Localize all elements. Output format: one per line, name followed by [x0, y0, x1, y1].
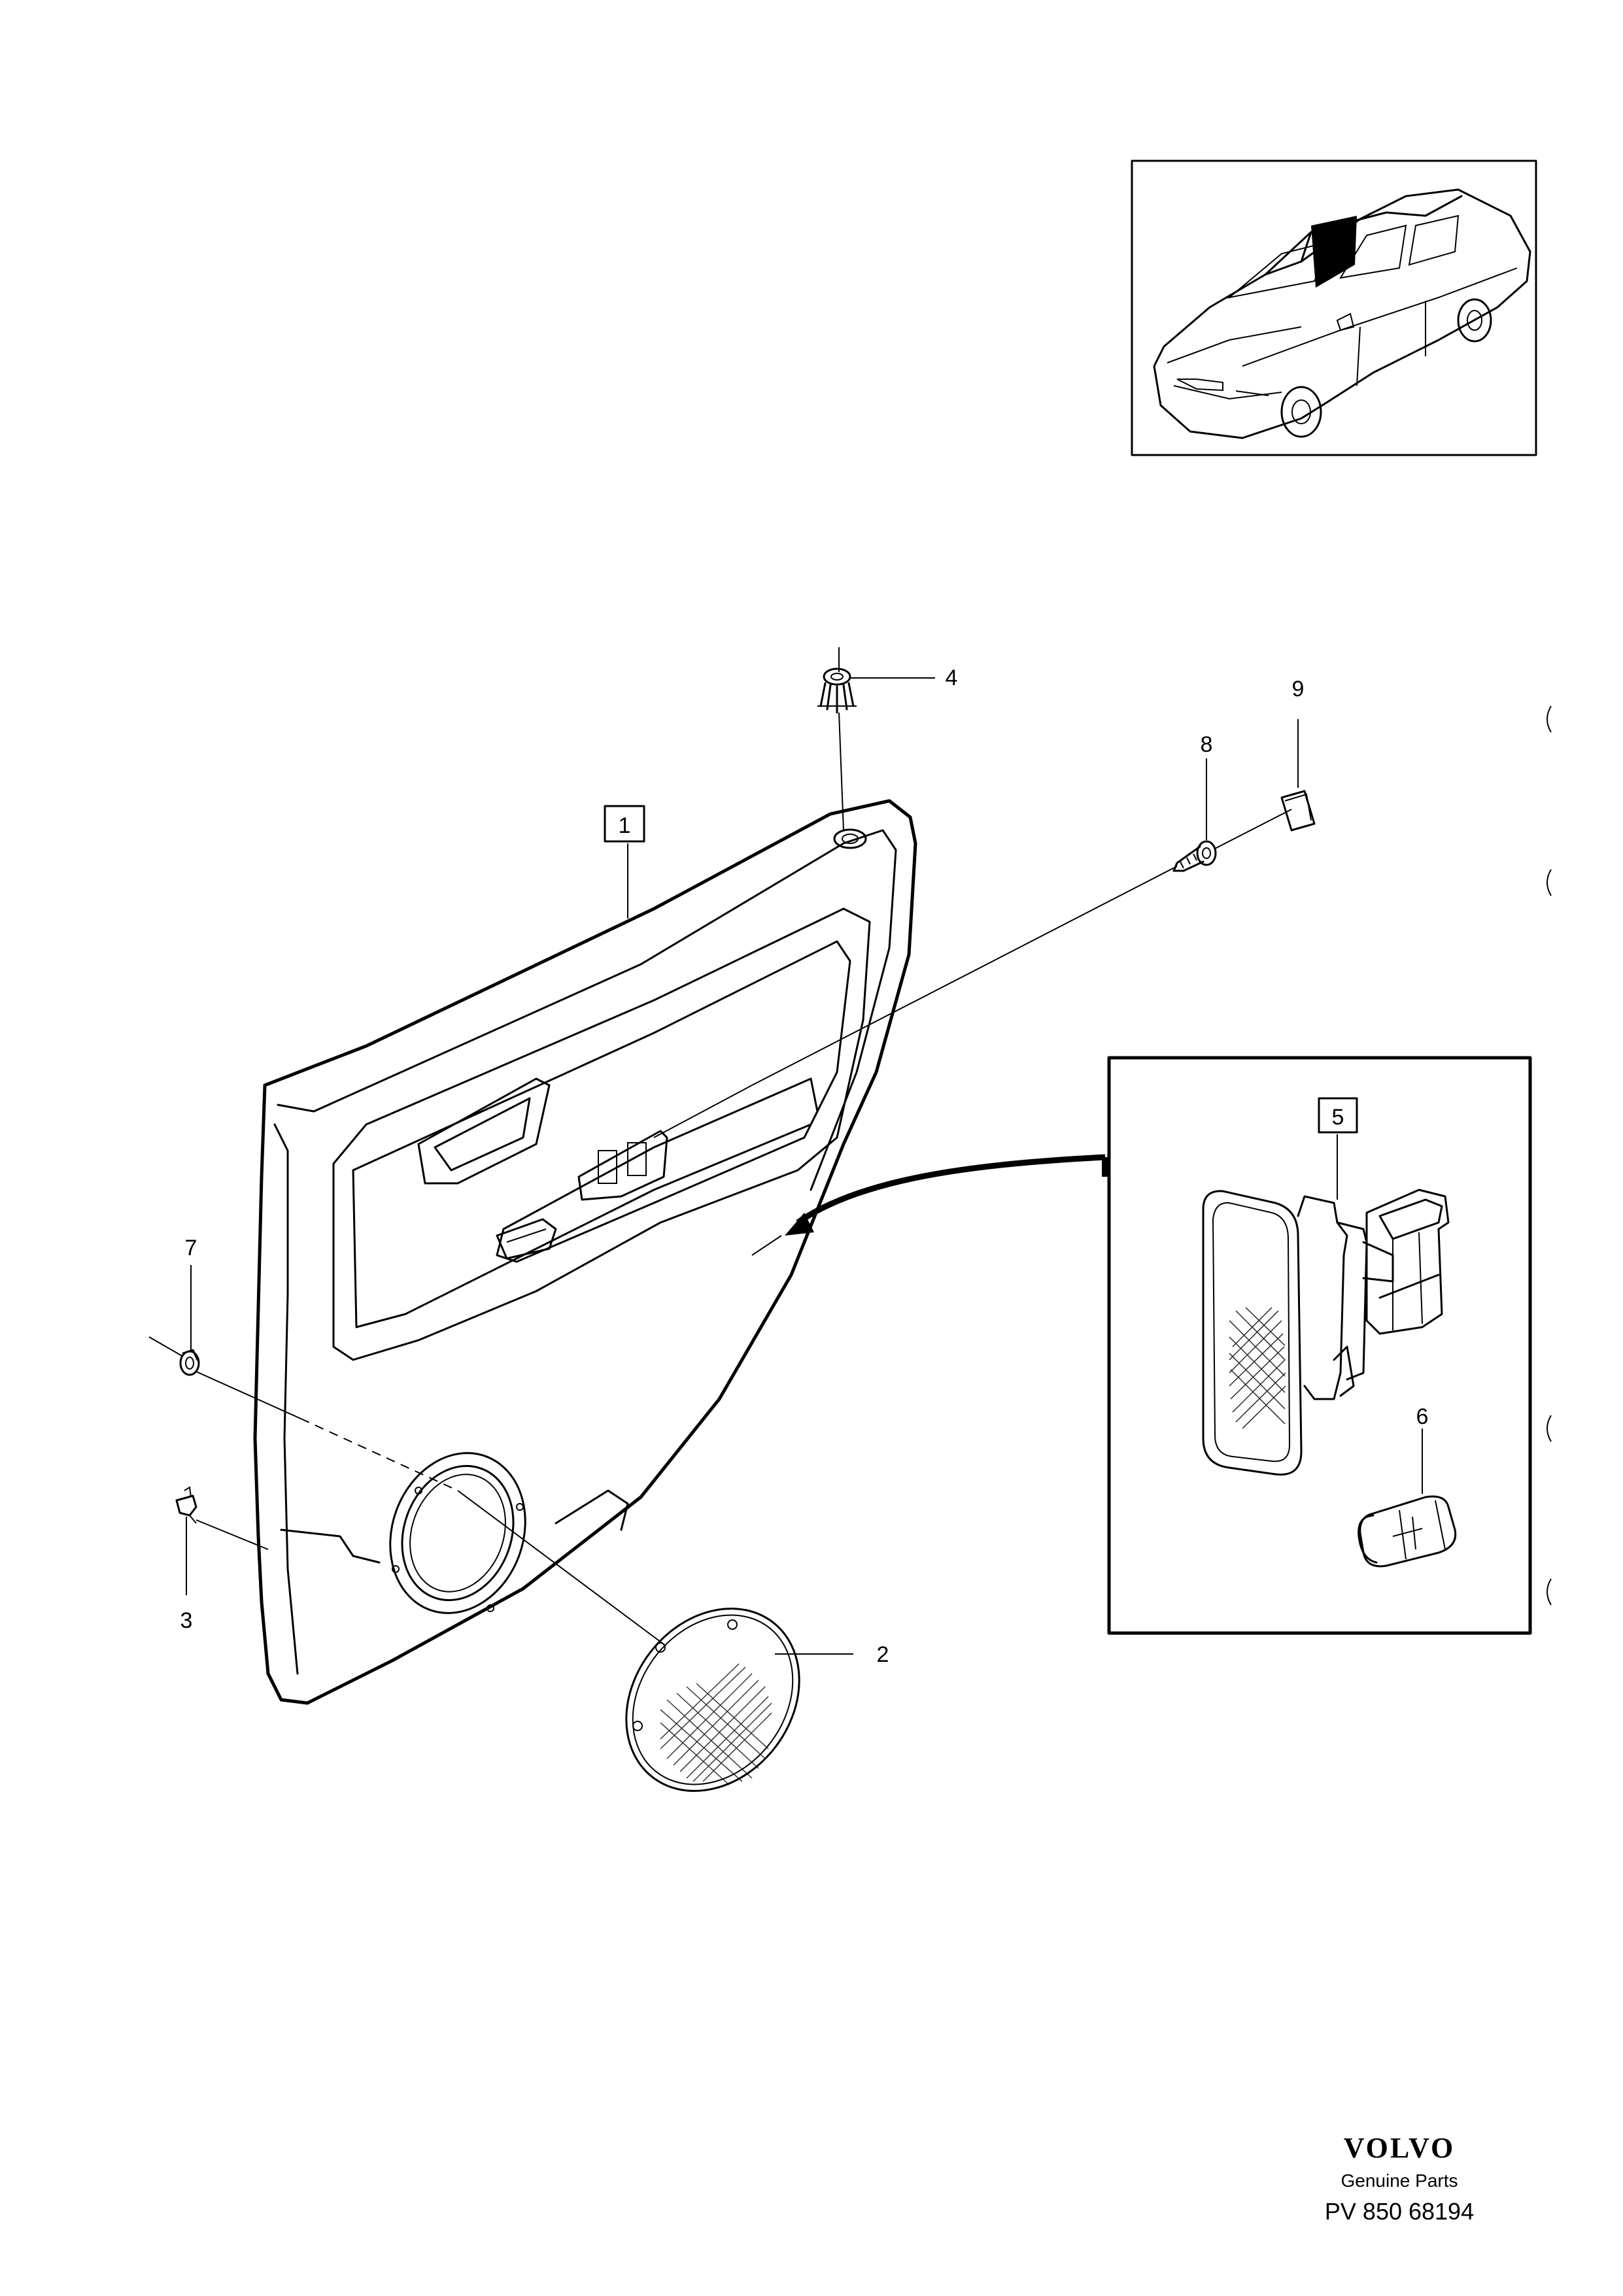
callout-3-label: 3	[180, 1608, 193, 1633]
speaker-grille	[625, 1608, 800, 1792]
part-number: PV 850 68194	[1325, 2198, 1474, 2225]
marker-lamp	[1202, 1189, 1450, 1476]
callout-5-box: 5	[1318, 1097, 1358, 1134]
clip-part-3	[175, 1486, 197, 1524]
callout-5-label: 5	[1332, 1105, 1344, 1130]
brand-logo: VOLVO	[1344, 2132, 1456, 2164]
highlighted-door-panel	[1311, 216, 1357, 288]
inset-frame	[1131, 160, 1537, 456]
detail-arrow	[751, 1154, 1108, 1256]
retainer-part-7	[179, 1349, 200, 1376]
front-wheel	[1280, 386, 1322, 438]
callout-1-label: 1	[619, 813, 631, 838]
scan-edge-marks	[1546, 705, 1552, 1606]
clip-part-4	[817, 667, 857, 714]
clip-hole	[833, 828, 867, 849]
callout-4-label: 4	[946, 666, 958, 690]
callout-9-label: 9	[1292, 677, 1305, 701]
callout-1-box: 1	[604, 805, 645, 843]
screw-part-8	[1172, 840, 1217, 872]
car-location-inset	[1131, 160, 1537, 456]
footer-branding: VOLVO Genuine Parts PV 850 68194	[1325, 2132, 1474, 2225]
speaker-opening	[389, 1452, 526, 1614]
callout-8-label: 8	[1201, 732, 1213, 757]
callout-2-label: 2	[877, 1642, 889, 1667]
car-illustration	[1153, 188, 1531, 439]
callout-7-label: 7	[185, 1236, 197, 1260]
rear-wheel	[1457, 298, 1492, 343]
lamp-detail-inset	[1107, 1056, 1532, 1635]
leader-lines	[148, 647, 1299, 1655]
bulb	[1358, 1495, 1457, 1568]
cap-part-9	[1280, 790, 1316, 832]
brand-subtitle: Genuine Parts	[1341, 2170, 1458, 2191]
detail-frame	[1107, 1056, 1532, 1635]
door-trim-panel	[253, 799, 917, 1705]
callout-6-label: 6	[1416, 1404, 1429, 1429]
